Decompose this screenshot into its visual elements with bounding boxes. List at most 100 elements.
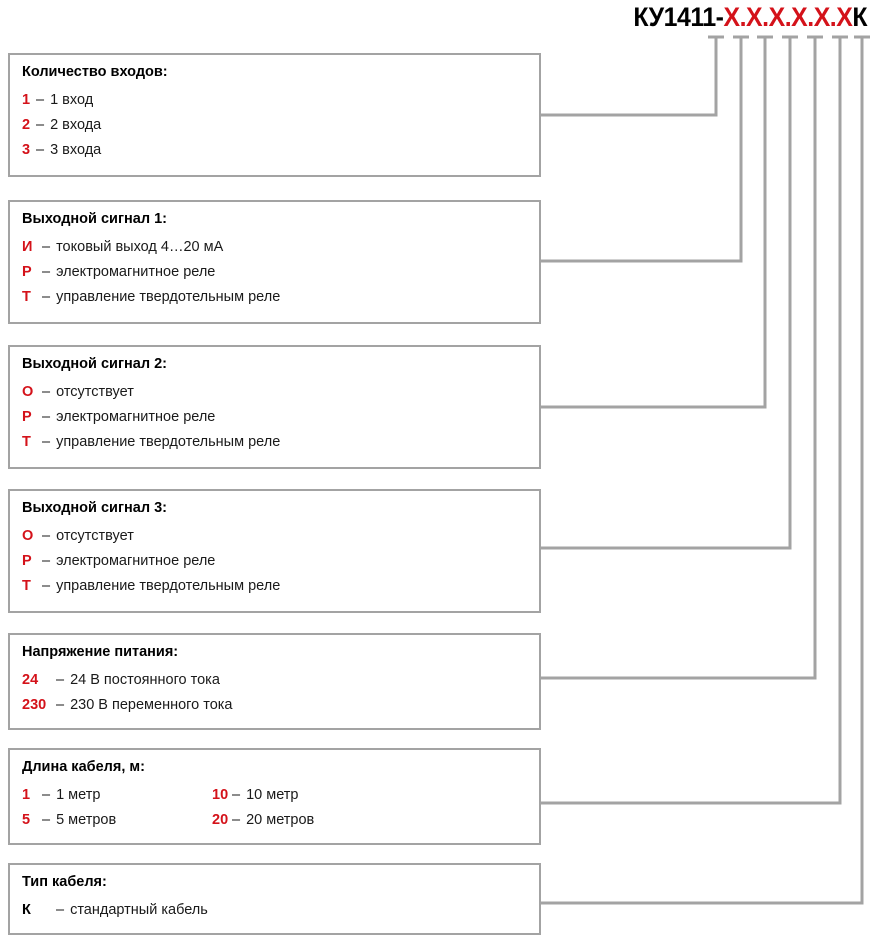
option-row: 20 – 20 метров [212, 808, 539, 833]
option-box-supply-voltage: Напряжение питания: 24 – 24 В постоянног… [8, 633, 541, 730]
option-box-output-signal-3: Выходной сигнал 3: О – отсутствует Р – э… [8, 489, 541, 613]
option-dash: – [36, 142, 45, 158]
option-description: электромагнитное реле [56, 409, 216, 425]
option-box-number-of-inputs: Количество входов: 1 – 1 вход 2 – 2 вход… [8, 53, 541, 177]
option-code: О [22, 384, 34, 400]
option-dash: – [232, 812, 241, 828]
option-code: Т [22, 578, 31, 594]
option-row: 5 – 5 метров [22, 808, 212, 833]
option-row: Р – электромагнитное реле [22, 405, 539, 430]
connector-line-4 [541, 36, 792, 550]
code-prefix: КУ1411- [633, 2, 724, 32]
connector-line-2 [541, 36, 743, 263]
option-dash: – [42, 812, 51, 828]
option-code: Р [22, 264, 32, 280]
connector-line-3 [541, 36, 767, 409]
option-box-title: Выходной сигнал 1: [22, 211, 167, 227]
option-code: 230 [22, 697, 47, 713]
option-description: 5 метров [56, 812, 117, 828]
option-box-cable-type: Тип кабеля: К – стандартный кабель [8, 863, 541, 935]
option-description: стандартный кабель [70, 902, 208, 918]
option-dash: – [56, 697, 65, 713]
option-code: 5 [22, 812, 31, 828]
option-description: 1 вход [50, 92, 94, 108]
option-dash: – [232, 787, 241, 803]
option-description: 20 метров [246, 812, 315, 828]
option-description: токовый выход 4…20 мА [56, 239, 224, 255]
option-description: 10 метр [246, 787, 299, 803]
option-dash: – [56, 672, 65, 688]
option-description: 3 входа [50, 142, 102, 158]
option-rows: И – токовый выход 4…20 мА Р – электромаг… [22, 235, 539, 310]
option-row: Т – управление твердотельным реле [22, 430, 539, 455]
option-dash: – [42, 264, 51, 280]
option-dash: – [42, 553, 51, 569]
option-row: 24 – 24 В постоянного тока [22, 668, 539, 693]
option-code: 10 [212, 787, 229, 803]
option-dash: – [56, 902, 65, 918]
option-description: 2 входа [50, 117, 102, 133]
option-box-output-signal-2: Выходной сигнал 2: О – отсутствует Р – э… [8, 345, 541, 469]
option-row: 3 – 3 входа [22, 138, 539, 163]
option-code: И [22, 239, 33, 255]
option-dash: – [42, 239, 51, 255]
option-description: электромагнитное реле [56, 264, 216, 280]
option-code: Р [22, 553, 32, 569]
option-dash: – [36, 92, 45, 108]
code-suffix: К [852, 2, 867, 32]
option-description: электромагнитное реле [56, 553, 216, 569]
option-box-title: Длина кабеля, м: [22, 759, 145, 775]
connector-line-7 [541, 36, 864, 905]
option-description: управление твердотельным реле [56, 289, 281, 305]
option-box-cable-length: Длина кабеля, м: 1 – 1 метр 10 – 10 метр… [8, 748, 541, 845]
option-row: Р – электромагнитное реле [22, 549, 539, 574]
option-box-title: Количество входов: [22, 64, 168, 80]
option-row: 2 – 2 входа [22, 113, 539, 138]
option-description: 1 метр [56, 787, 101, 803]
option-row: О – отсутствует [22, 524, 539, 549]
option-code: Т [22, 434, 31, 450]
option-box-title: Напряжение питания: [22, 644, 179, 660]
option-row: Т – управление твердотельным реле [22, 285, 539, 310]
option-description: отсутствует [56, 384, 134, 400]
option-row: И – токовый выход 4…20 мА [22, 235, 539, 260]
connector-line-5 [541, 36, 817, 680]
option-code: Р [22, 409, 32, 425]
option-rows: 24 – 24 В постоянного тока 230 – 230 В п… [22, 668, 539, 718]
option-dash: – [36, 117, 45, 133]
option-dash: – [42, 384, 51, 400]
option-description: отсутствует [56, 528, 134, 544]
option-dash: – [42, 787, 51, 803]
option-rows: О – отсутствует Р – электромагнитное рел… [22, 524, 539, 599]
option-description: 230 В переменного тока [70, 697, 233, 713]
option-row: Т – управление твердотельным реле [22, 574, 539, 599]
option-code: Т [22, 289, 31, 305]
product-code-title: КУ1411-Х.Х.Х.Х.Х.ХК [633, 2, 867, 32]
option-code: 3 [22, 142, 31, 158]
option-description: управление твердотельным реле [56, 578, 281, 594]
option-code: 1 [22, 92, 31, 108]
option-code: 24 [22, 672, 39, 688]
option-box-output-signal-1: Выходной сигнал 1: И – токовый выход 4…2… [8, 200, 541, 324]
option-box-title: Выходной сигнал 2: [22, 356, 167, 372]
option-rows: 1 – 1 метр 10 – 10 метр 5 – 5 метров 20 … [22, 783, 539, 833]
option-row: Р – электромагнитное реле [22, 260, 539, 285]
option-dash: – [42, 409, 51, 425]
option-dash: – [42, 434, 51, 450]
code-variable-part: Х.Х.Х.Х.Х.Х [723, 2, 853, 32]
option-box-title: Тип кабеля: [22, 874, 107, 890]
option-code: 20 [212, 812, 229, 828]
option-row: 10 – 10 метр [212, 783, 539, 808]
option-description: 24 В постоянного тока [70, 672, 220, 688]
option-row: 230 – 230 В переменного тока [22, 693, 539, 718]
option-dash: – [42, 578, 51, 594]
option-row: О – отсутствует [22, 380, 539, 405]
option-rows: О – отсутствует Р – электромагнитное рел… [22, 380, 539, 455]
connector-line-6 [541, 36, 842, 805]
option-row: К – стандартный кабель [22, 898, 539, 923]
option-dash: – [42, 528, 51, 544]
option-row: 1 – 1 вход [22, 88, 539, 113]
option-rows: К – стандартный кабель [22, 898, 539, 923]
option-description: управление твердотельным реле [56, 434, 281, 450]
